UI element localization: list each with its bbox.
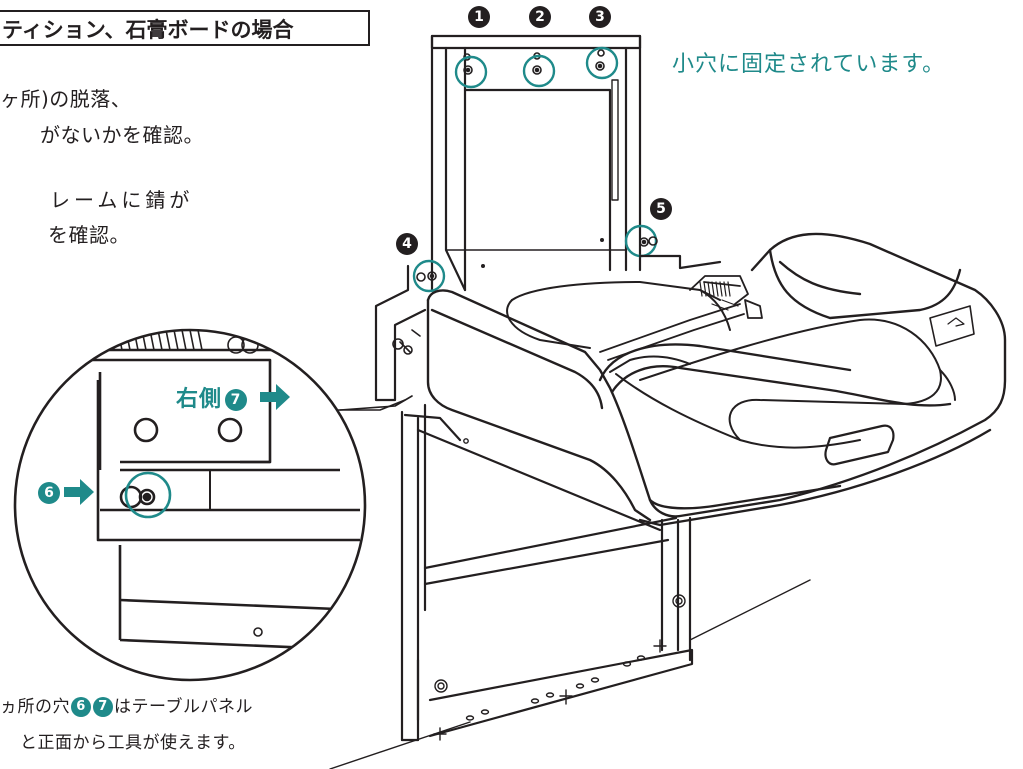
lower-holes	[433, 438, 686, 741]
floor-line-right	[689, 579, 811, 641]
floor-line-left	[329, 721, 471, 769]
marker-1-icon: 1	[468, 6, 490, 28]
side-pocket	[929, 305, 975, 347]
check-text-line-3: レームに錆が	[50, 188, 194, 212]
check-text-line-1: ヶ所)の脱落、	[0, 87, 132, 111]
changing-cushion	[506, 281, 956, 449]
bottom-note-line-2: と正面から工具が使えます。	[20, 733, 246, 753]
check-text-line-4: を確認。	[48, 223, 130, 247]
bottom-note-post: はテーブルパネル	[114, 697, 253, 717]
inline-marker-7-icon: 7	[93, 697, 113, 717]
fixing-note: 小穴に固定されています。	[672, 52, 946, 77]
side-screws	[416, 236, 658, 282]
right-arrow-icon	[260, 384, 290, 410]
marker-4-icon: 4	[396, 233, 418, 255]
right-arrow-icon-6	[64, 479, 94, 505]
handle-slot	[824, 424, 895, 466]
magnifier-ring	[13, 328, 367, 682]
check-text-line-2: がないかを確認。	[40, 123, 204, 147]
marker-3-icon: 3	[589, 6, 611, 28]
page-title: ティション、石膏ボードの場合	[2, 18, 294, 42]
marker-2-icon: 2	[529, 6, 551, 28]
highlight-circles	[412, 46, 658, 293]
marker-7-icon: 7	[225, 389, 248, 411]
inline-marker-6-icon: 6	[71, 697, 91, 717]
hinge-spring	[699, 281, 731, 297]
right-side-label-text: 右側	[176, 387, 223, 412]
table-tray	[426, 232, 1007, 527]
marker-6-icon: 6	[38, 482, 60, 504]
lower-frame	[400, 403, 694, 742]
bottom-note-pre: ヵ所の穴	[0, 697, 70, 717]
magnified-detail	[15, 330, 365, 680]
upper-frame	[430, 34, 642, 292]
title-box	[0, 10, 370, 46]
marker-5-icon: 5	[650, 198, 672, 220]
safety-belt	[599, 275, 763, 361]
